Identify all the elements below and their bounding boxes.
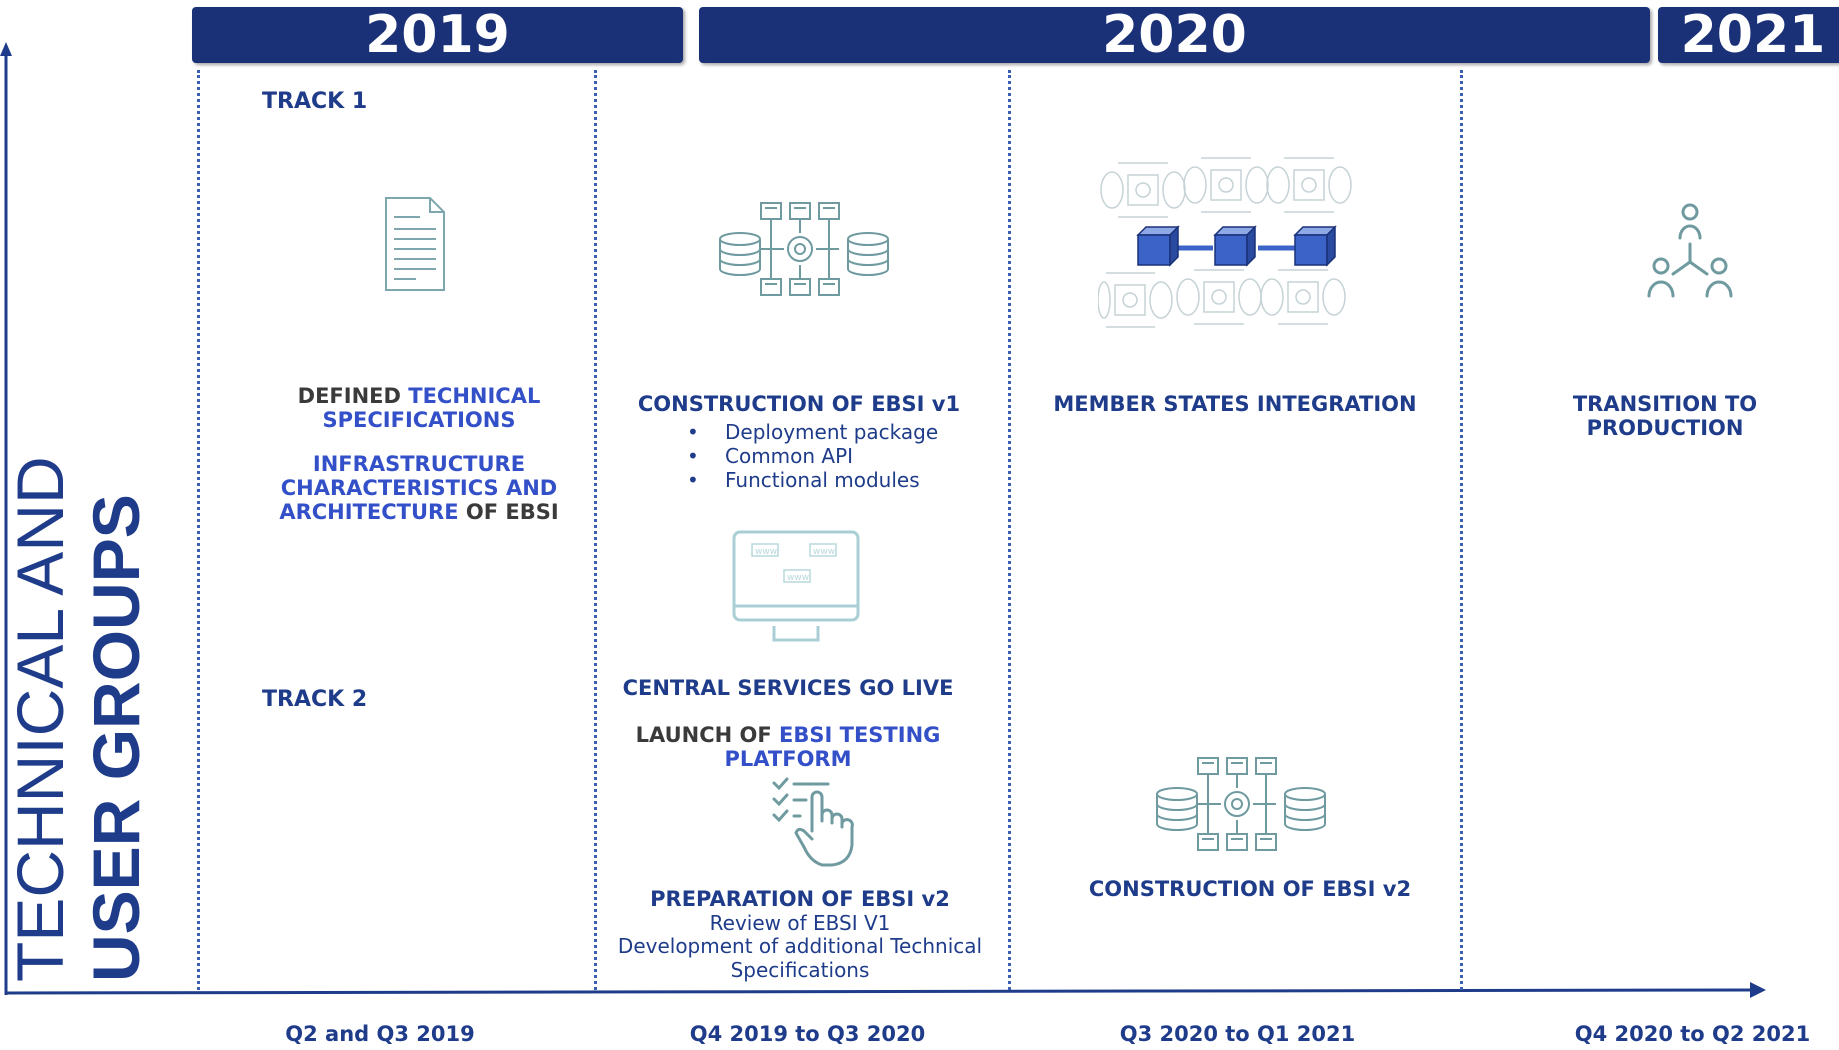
- period-label-4: Q4 2020 to Q2 2021: [1574, 1022, 1811, 1046]
- defined-prefix: DEFINED: [297, 384, 409, 408]
- launch-of-prefix: LAUNCH OF: [635, 723, 780, 747]
- monitor-icon: www www www: [732, 530, 860, 642]
- node-cluster-2: [1183, 157, 1269, 213]
- tech-specs-text: TECHNICAL SPECIFICATIONS: [322, 384, 541, 432]
- vertical-axis-arrowhead: [0, 42, 12, 56]
- column-divider-4: [1460, 70, 1463, 990]
- blockchain-cubes: [1136, 225, 1337, 267]
- node-cluster-1: [1100, 162, 1186, 218]
- server-network-icon: [719, 202, 889, 296]
- ebsi-testing-platform-text: EBSI TESTING PLATFORM: [724, 723, 941, 771]
- node-cluster-6: [1260, 269, 1346, 325]
- year-banner-2021: 2021: [1658, 7, 1839, 63]
- node-cluster-3: [1266, 157, 1352, 213]
- of-ebsi-suffix: OF EBSI: [458, 500, 559, 524]
- bullet-functional-modules: Functional modules: [681, 468, 981, 492]
- construction-ebsi-v1-list: Deployment package Common API Functional…: [681, 420, 981, 492]
- period-label-1: Q2 and Q3 2019: [285, 1022, 475, 1046]
- bullet-deployment-package: Deployment package: [681, 420, 981, 444]
- column-divider-3: [1008, 70, 1011, 990]
- construction-ebsi-v1-heading: CONSTRUCTION OF EBSI v1: [637, 392, 961, 416]
- development-tech-specs-text: Development of additional Technical Spec…: [617, 934, 983, 982]
- checklist-hand-icon: [772, 777, 854, 867]
- side-title-line1: TECHNICAL AND: [3, 456, 77, 982]
- column-divider-2: [594, 70, 597, 990]
- horizontal-axis: [5, 988, 1753, 995]
- transition-to-production-heading: TRANSITION TO PRODUCTION: [1572, 392, 1758, 440]
- year-banner-2020: 2020: [699, 7, 1650, 63]
- horizontal-axis-arrowhead: [1750, 982, 1766, 998]
- side-title: TECHNICAL AND USER GROUPS: [2, 222, 154, 982]
- node-cluster-4: [1098, 272, 1173, 328]
- track-1-label: TRACK 1: [262, 89, 368, 114]
- period-label-3: Q3 2020 to Q1 2021: [1119, 1022, 1356, 1046]
- review-ebsi-v1-text: Review of EBSI V1: [709, 911, 891, 935]
- column-divider-1: [197, 70, 200, 990]
- year-banner-2019: 2019: [192, 7, 683, 63]
- server-network-icon-v2: [1156, 757, 1326, 851]
- construction-ebsi-v2-heading: CONSTRUCTION OF EBSI v2: [1088, 877, 1412, 901]
- bullet-common-api: Common API: [681, 444, 981, 468]
- www-label-2: www: [813, 547, 835, 557]
- www-label-3: www: [787, 573, 809, 583]
- people-network-icon: [1647, 203, 1733, 298]
- side-title-line2: USER GROUPS: [79, 494, 153, 982]
- preparation-ebsi-v2-heading: PREPARATION OF EBSI v2: [650, 887, 950, 911]
- central-services-heading: CENTRAL SERVICES GO LIVE: [622, 676, 954, 700]
- member-states-integration-heading: MEMBER STATES INTEGRATION: [1053, 392, 1417, 416]
- launch-testing-platform-label: LAUNCH OF EBSI TESTING PLATFORM: [628, 723, 948, 771]
- track-2-label: TRACK 2: [262, 687, 368, 712]
- node-cluster-5: [1176, 269, 1262, 325]
- period-label-2: Q4 2019 to Q3 2020: [689, 1022, 926, 1046]
- www-label-1: www: [755, 547, 777, 557]
- infrastructure-label: INFRASTRUCTURE CHARACTERISTICS AND ARCHI…: [275, 452, 563, 524]
- infrastructure-text: INFRASTRUCTURE CHARACTERISTICS AND ARCHI…: [279, 452, 558, 524]
- blockchain-network-icon: [1098, 157, 1352, 328]
- document-icon: [385, 197, 445, 291]
- defined-tech-specs-label: DEFINED TECHNICAL SPECIFICATIONS: [285, 384, 553, 432]
